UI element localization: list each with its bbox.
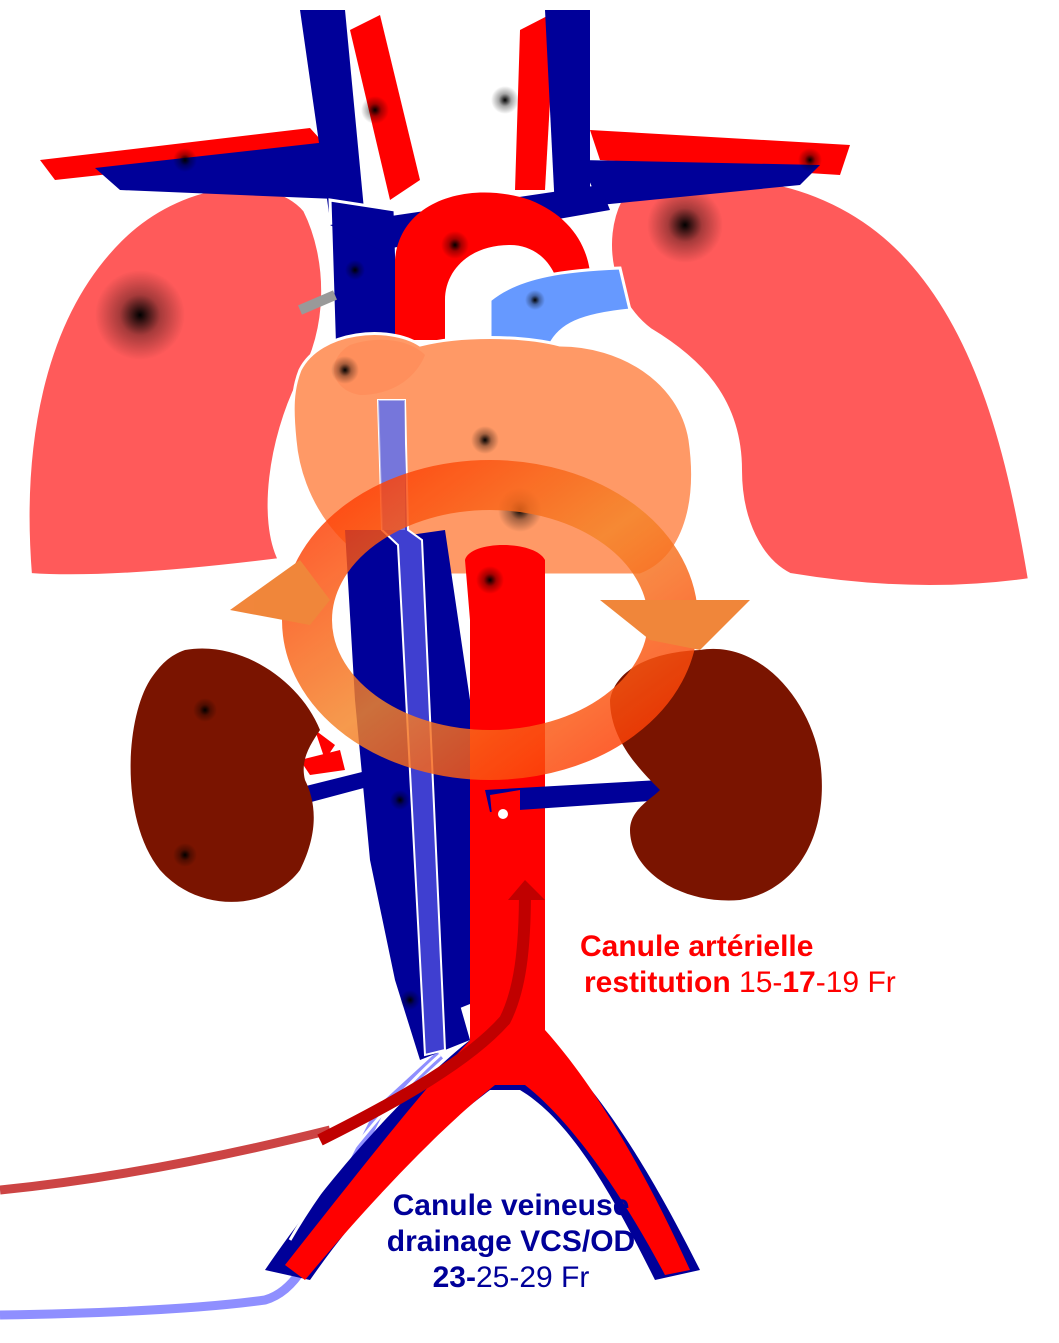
arterial-cannula-detail: restitution 15-17-19 Fr (580, 965, 896, 1001)
venous-cannula-title: Canule veineuse (326, 1188, 696, 1224)
right-arrowhead (600, 600, 750, 650)
venous-cannula-label: Canule veineuse drainage VCS/OD 23-25-29… (326, 1188, 696, 1296)
arterial-cannula-size-b: -19 Fr (816, 966, 896, 999)
arterial-tube (0, 1130, 330, 1190)
left-kidney (131, 648, 320, 901)
venous-cannula-sizes: 23-25-29 Fr (326, 1260, 696, 1296)
left-lung (28, 186, 324, 576)
upper-vessels (40, 10, 850, 220)
arterial-cannula-role: restitution (584, 966, 731, 999)
arterial-cannula-label: Canule artérielle restitution 15-17-19 F… (580, 929, 896, 1001)
arterial-cannula-title: Canule artérielle (580, 929, 896, 965)
venous-cannula-role: drainage VCS/OD (326, 1224, 696, 1260)
arterial-cannula-size-a: 15- (731, 966, 783, 999)
venous-cannula-size-rest: 25-29 Fr (476, 1261, 589, 1294)
venous-cannula-size-preferred: 23- (433, 1261, 476, 1294)
arterial-cannula-size-preferred: 17 (782, 966, 815, 999)
